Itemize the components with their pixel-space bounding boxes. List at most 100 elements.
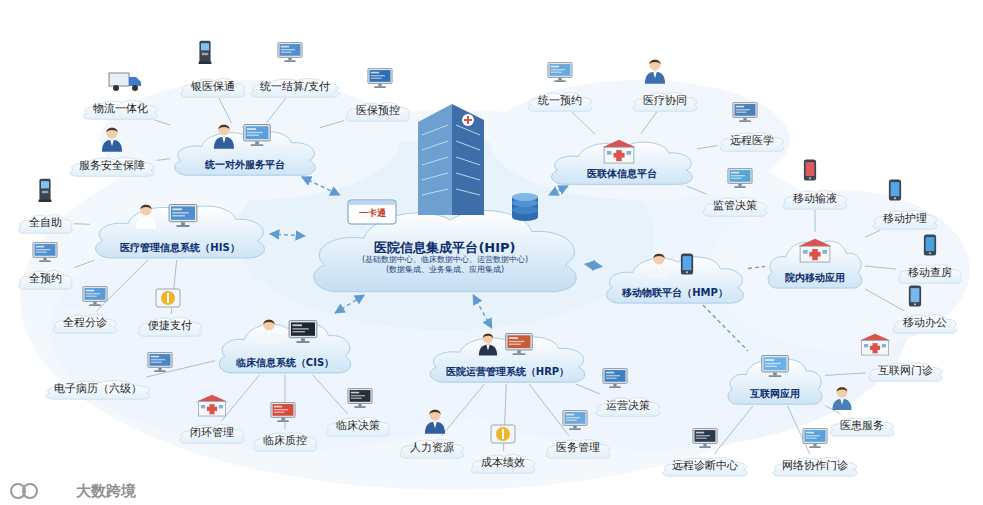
person-icon <box>102 127 122 151</box>
person-icon <box>214 124 234 148</box>
app-link <box>714 406 753 454</box>
platform-cloud: 院内移动应用 <box>765 232 865 290</box>
monitor-icon <box>728 168 752 188</box>
app-name: 移动办公 <box>903 316 947 329</box>
person-icon <box>832 387 851 410</box>
platform-cloud: 临床信息系统（CIS） <box>215 313 355 375</box>
person-icon <box>479 333 497 355</box>
app-name: 移动输液 <box>793 192 837 205</box>
platform-name: 医联体信息平台 <box>587 168 657 180</box>
cloud-outline <box>633 93 697 112</box>
platform-cloud: 移动物联平台（HMP） <box>602 248 748 305</box>
platform-cloud: 医院运营管理系统（HRP） <box>425 328 590 384</box>
platform-cloud: 互联网应用 <box>725 351 825 406</box>
app-cloud: 医疗协同 <box>631 89 699 112</box>
app-link <box>815 210 816 232</box>
app-name: 远程诊断中心 <box>672 459 738 472</box>
monitor-icon <box>348 388 372 408</box>
app-name: 全预约 <box>29 272 62 285</box>
platform-link <box>748 267 765 269</box>
cloud-outline <box>783 191 847 210</box>
platform-cloud: 医院信息集成平台(HIP)(基础数据中心、临床数据中心、运营数据中心)(数据集成… <box>305 195 585 295</box>
app-cloud: 远程医学 <box>718 129 786 152</box>
cloud-outline <box>703 198 767 217</box>
platform-note: (数据集成、业务集成、应用集成) <box>386 265 504 275</box>
database-icon <box>512 193 538 221</box>
app-cloud: 临床决策 <box>324 414 392 437</box>
app-link <box>157 159 170 161</box>
app-link <box>171 260 177 314</box>
cloud-outline <box>19 215 72 234</box>
app-link <box>825 406 841 415</box>
cloud-outline <box>346 103 410 122</box>
cloud-outline <box>181 79 245 98</box>
app-link <box>219 98 232 123</box>
cloud-outline <box>607 257 744 303</box>
card-label: 一卡通 <box>359 208 386 219</box>
monitor-icon <box>563 410 587 430</box>
cloud-outline <box>253 433 317 452</box>
kiosk-icon <box>39 179 52 202</box>
app-link <box>313 375 348 414</box>
monitor-icon <box>271 402 295 422</box>
app-name: 临床决策 <box>336 419 380 432</box>
app-link <box>865 230 881 237</box>
app-cloud: 移动查房 <box>896 261 964 284</box>
app-cloud: 医保预控 <box>344 99 412 122</box>
app-name: 闭环管理 <box>190 426 234 439</box>
app-link <box>865 289 904 311</box>
cloud-outline <box>138 318 202 337</box>
nurse-icon <box>649 253 669 277</box>
cloud-outline <box>898 265 962 284</box>
app-name: 移动查房 <box>908 266 952 279</box>
app-cloud: 银医保通 <box>179 75 247 98</box>
platform-link <box>549 186 568 195</box>
platform-note: (基础数据中心、临床数据中心、运营数据中心) <box>362 255 528 265</box>
infusion-icon <box>804 160 816 181</box>
platform-name: 医疗管理信息系统（HIS） <box>120 242 239 254</box>
doctor-icon <box>259 319 279 343</box>
clinic-icon <box>602 140 635 163</box>
monitor-icon <box>368 68 392 88</box>
app-cloud: 网络协作门诊 <box>770 454 860 477</box>
cloud-outline <box>663 458 747 477</box>
platform-link <box>270 234 305 236</box>
monitor-icon <box>244 124 271 146</box>
app-link <box>266 98 286 123</box>
platform-link <box>473 295 492 328</box>
cloud-outline <box>53 315 117 334</box>
app-link <box>788 406 810 454</box>
app-link <box>865 266 896 269</box>
platform-link <box>302 177 340 195</box>
app-name: 监管决策 <box>713 199 757 212</box>
app-link <box>641 112 657 134</box>
cross-icon <box>197 395 228 416</box>
phone-icon <box>681 254 693 275</box>
platform-cloud: 医疗管理信息系统（HIS） <box>90 196 270 260</box>
hospital-icon <box>860 334 891 355</box>
app-link <box>155 120 170 125</box>
app-name: 全自助 <box>29 216 62 229</box>
tablet-icon <box>924 235 936 256</box>
platform-link <box>335 295 364 313</box>
monitor-icon <box>548 62 572 82</box>
app-link <box>576 384 600 394</box>
app-name: 运营决策 <box>606 399 650 412</box>
cloud-outline <box>175 131 316 175</box>
app-link <box>320 121 344 128</box>
platform-icons <box>136 124 832 377</box>
platform-link <box>585 264 602 266</box>
app-cloud: 互联网门诊 <box>866 359 945 382</box>
kiosk-icon <box>199 41 212 64</box>
monitor-icon <box>278 42 302 62</box>
hospital-building <box>418 104 484 215</box>
monitor-icon <box>603 368 627 388</box>
app-icons <box>33 41 936 448</box>
app-cloud: 闭环管理 <box>178 421 246 444</box>
app-name: 物流一体化 <box>93 102 148 115</box>
app-name: 临床质控 <box>263 434 307 447</box>
pale-ground <box>20 80 970 490</box>
cloud-outline <box>46 381 151 400</box>
app-name: 医疗协同 <box>643 94 687 107</box>
